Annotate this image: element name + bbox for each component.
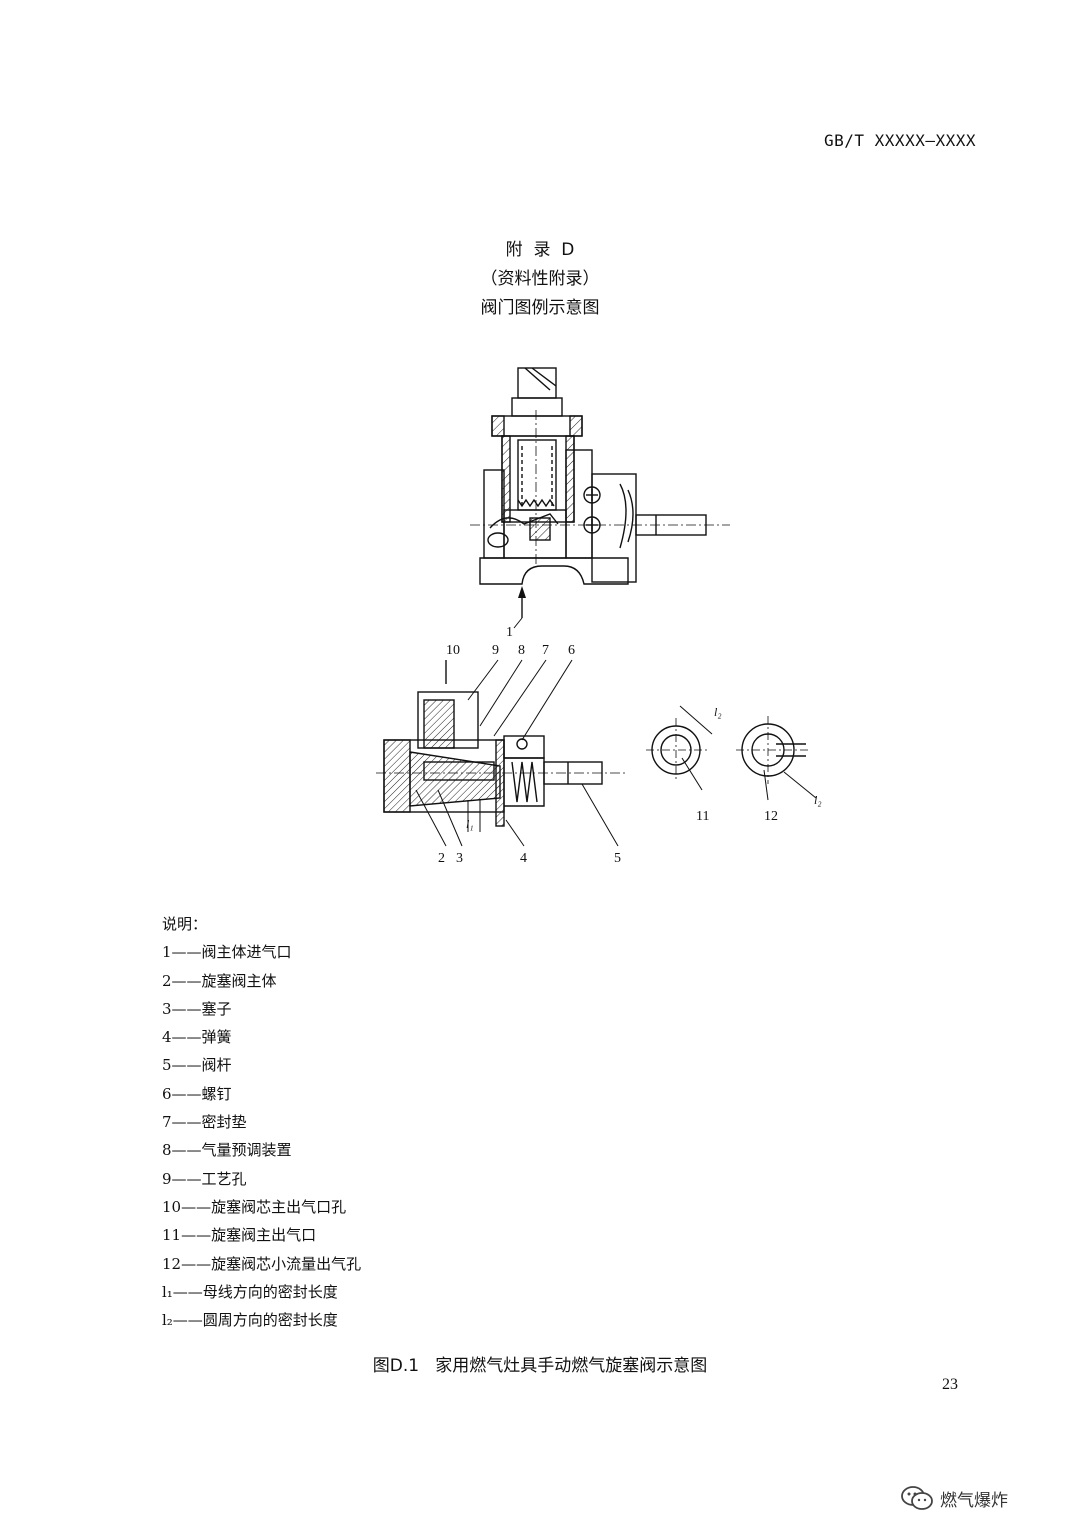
legend-item: 7——密封垫 bbox=[162, 1113, 247, 1132]
standard-code: GB/T XXXXX—XXXX bbox=[824, 131, 976, 150]
legend-intro: 说明： bbox=[162, 915, 208, 933]
figure-label-l2-left: l₂ bbox=[714, 705, 722, 719]
valve-top-view-drawing: 1 bbox=[470, 367, 730, 640]
appendix-heading: 阀门图例示意图 bbox=[480, 298, 600, 318]
figure-label-l1: l₁ bbox=[466, 817, 474, 831]
legend-item: 2——旋塞阀主体 bbox=[162, 971, 277, 990]
legend: 说明： 1——阀主体进气口 2——旋塞阀主体 3——塞子 4——弹簧 5——阀杆… bbox=[162, 910, 361, 1334]
figure-label-4: 4 bbox=[520, 851, 527, 866]
appendix-title-block: 附 录 D （资料性附录） 阀门图例示意图 bbox=[0, 236, 1080, 323]
figure-label-3: 3 bbox=[456, 851, 463, 866]
legend-item: 5——阀杆 bbox=[162, 1056, 232, 1075]
legend-item: 12——旋塞阀芯小流量出气孔 bbox=[162, 1254, 362, 1273]
valve-section-drawing: 10 9 8 7 6 2 3 4 5 11 12 l₁ l₂ l₂ bbox=[376, 643, 822, 866]
figure-label-8: 8 bbox=[518, 643, 525, 658]
figure-label-9: 9 bbox=[492, 643, 499, 658]
legend-item: l₁——母线方向的密封长度 bbox=[162, 1282, 338, 1301]
watermark-text: 燃气爆炸 bbox=[940, 1490, 1008, 1511]
figure-label-10: 10 bbox=[446, 643, 460, 658]
figure-label-l2-right: l₂ bbox=[814, 793, 822, 807]
figure-label-5: 5 bbox=[614, 851, 621, 866]
legend-item: 11——旋塞阀主出气口 bbox=[162, 1226, 317, 1245]
figure-label-2: 2 bbox=[438, 851, 445, 866]
watermark: 燃气爆炸 bbox=[900, 1484, 1008, 1512]
figure-label-11: 11 bbox=[696, 809, 709, 824]
legend-item: 3——塞子 bbox=[162, 999, 232, 1018]
figure-label-12: 12 bbox=[764, 809, 778, 824]
page-number: 23 bbox=[942, 1376, 958, 1393]
legend-item: 6——螺钉 bbox=[162, 1084, 232, 1103]
legend-item: 10——旋塞阀芯主出气口孔 bbox=[162, 1197, 347, 1216]
figure-label-1: 1 bbox=[506, 625, 513, 640]
figure-label-6: 6 bbox=[568, 643, 575, 658]
legend-item: 1——阀主体进气口 bbox=[162, 943, 292, 962]
legend-item: 4——弹簧 bbox=[162, 1028, 232, 1047]
legend-item: 9——工艺孔 bbox=[162, 1169, 247, 1188]
legend-item: l₂——圆周方向的密封长度 bbox=[162, 1311, 338, 1330]
figure-caption: 图D.1 家用燃气灶具手动燃气旋塞阀示意图 bbox=[372, 1356, 708, 1376]
figure-label-7: 7 bbox=[542, 643, 549, 658]
appendix-title: 附 录 D bbox=[505, 240, 575, 260]
legend-item: 8——气量预调装置 bbox=[162, 1141, 292, 1160]
appendix-subtitle: （资料性附录） bbox=[480, 269, 600, 289]
wechat-icon bbox=[901, 1486, 933, 1510]
